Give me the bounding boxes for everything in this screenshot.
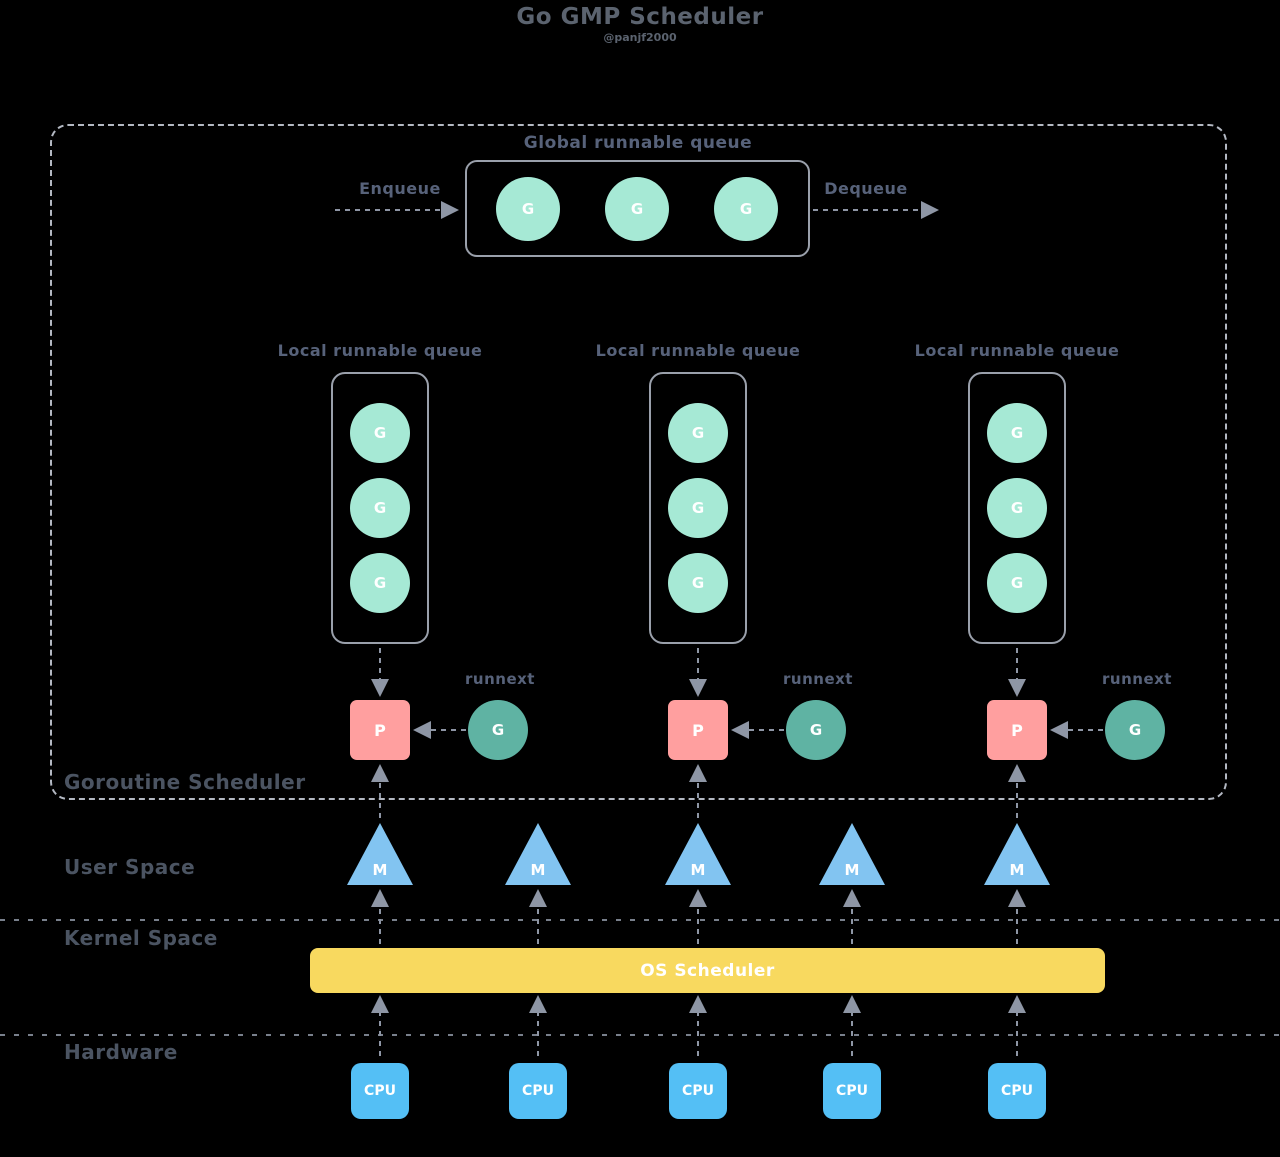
global-queue-box [465, 160, 810, 257]
runnext-goroutine-g: G [786, 700, 846, 760]
local-queue-box [649, 372, 747, 644]
user-space-label: User Space [64, 855, 196, 879]
goroutine-g: G [668, 478, 728, 538]
runnext-label: runnext [783, 670, 853, 688]
machine-label: M [530, 861, 546, 879]
goroutine-g: G [496, 177, 560, 241]
processor-p: P [987, 700, 1047, 760]
cpu-box: CPU [988, 1063, 1046, 1119]
processor-p: P [668, 700, 728, 760]
machine-m: M [819, 823, 885, 885]
hardware-label: Hardware [64, 1040, 178, 1064]
goroutine-g: G [605, 177, 669, 241]
machine-m: M [505, 823, 571, 885]
local-queue-box [331, 372, 429, 644]
runnext-label: runnext [1102, 670, 1172, 688]
machine-label: M [844, 861, 860, 879]
goroutine-g: G [350, 553, 410, 613]
goroutine-g: G [668, 403, 728, 463]
os-scheduler-bar: OS Scheduler [310, 948, 1105, 993]
goroutine-g: G [668, 553, 728, 613]
processor-p: P [350, 700, 410, 760]
cpu-box: CPU [823, 1063, 881, 1119]
goroutine-g: G [987, 478, 1047, 538]
goroutine-g: G [350, 403, 410, 463]
machine-label: M [690, 861, 706, 879]
local-queue-box [968, 372, 1066, 644]
enqueue-label: Enqueue [359, 179, 441, 198]
dequeue-label: Dequeue [824, 179, 908, 198]
page-subtitle: @panjf2000 [603, 31, 677, 44]
runnext-label: runnext [465, 670, 535, 688]
runnext-goroutine-g: G [1105, 700, 1165, 760]
cpu-box: CPU [351, 1063, 409, 1119]
global-queue-title: Global runnable queue [523, 133, 753, 153]
machine-m: M [984, 823, 1050, 885]
local-queue-title: Local runnable queue [277, 341, 483, 360]
runnext-goroutine-g: G [468, 700, 528, 760]
goroutine-scheduler-label: Goroutine Scheduler [64, 770, 306, 794]
local-queue-title: Local runnable queue [595, 341, 801, 360]
kernel-space-label: Kernel Space [64, 926, 218, 950]
goroutine-g: G [987, 553, 1047, 613]
machine-label: M [372, 861, 388, 879]
cpu-box: CPU [509, 1063, 567, 1119]
machine-m: M [347, 823, 413, 885]
goroutine-scheduler-box [50, 124, 1227, 800]
goroutine-g: G [350, 478, 410, 538]
goroutine-g: G [714, 177, 778, 241]
local-queue-title: Local runnable queue [914, 341, 1120, 360]
machine-label: M [1009, 861, 1025, 879]
goroutine-g: G [987, 403, 1047, 463]
cpu-box: CPU [669, 1063, 727, 1119]
machine-m: M [665, 823, 731, 885]
page-title: Go GMP Scheduler [516, 4, 764, 30]
